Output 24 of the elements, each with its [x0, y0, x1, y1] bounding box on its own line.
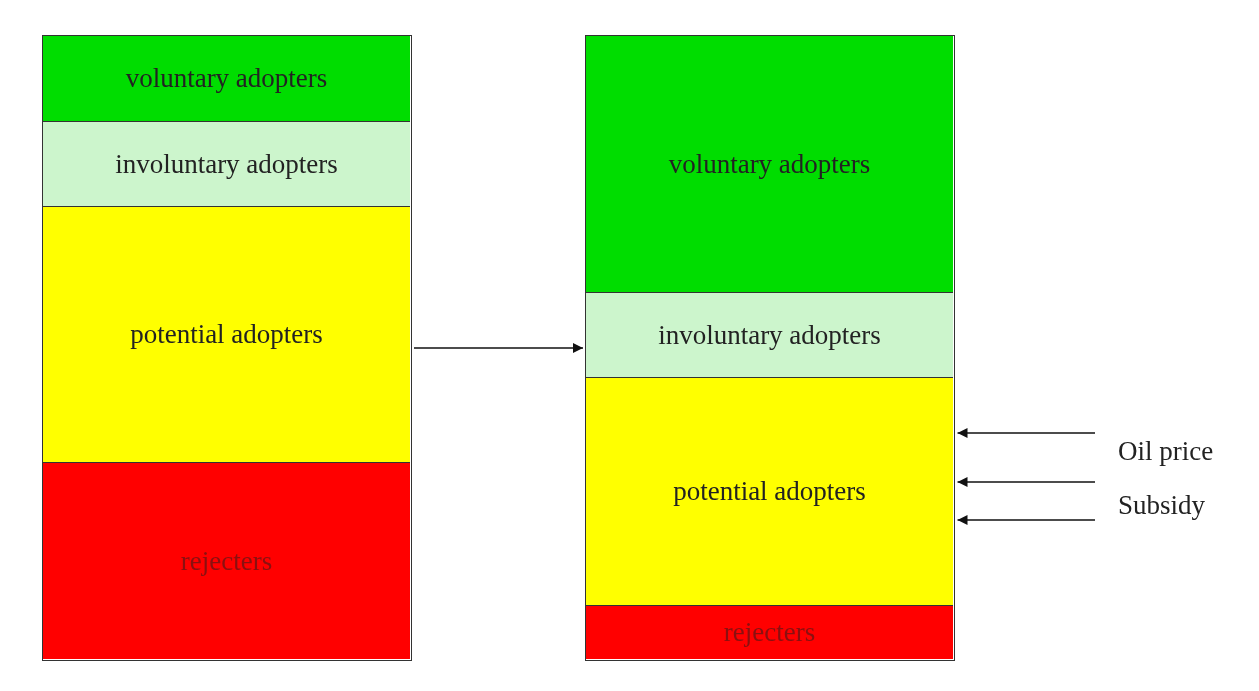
stacked-column — [42, 35, 412, 661]
factor-label: Oil price — [1118, 436, 1214, 467]
band-label: rejecters — [180, 545, 273, 577]
band-label: rejecters — [723, 617, 816, 648]
band-label: voluntary adopters — [125, 63, 328, 94]
band-label: involuntary adopters — [115, 148, 338, 180]
band-label: voluntary adopters — [668, 148, 871, 180]
population-band — [586, 378, 953, 606]
arrow — [956, 515, 1096, 525]
band-label: involuntary adopters — [658, 319, 881, 351]
arrow — [413, 343, 584, 353]
population-band — [43, 122, 410, 207]
stacked-column — [585, 35, 955, 661]
arrow — [956, 428, 1096, 438]
population-band — [43, 36, 410, 122]
population-band — [586, 606, 953, 659]
factor-label: Subsidy — [1118, 490, 1206, 521]
population-band — [586, 293, 953, 378]
population-band — [43, 207, 410, 463]
population-band — [43, 463, 410, 659]
band-label: potential adopters — [130, 319, 323, 350]
arrow — [956, 477, 1096, 487]
band-label: potential adopters — [673, 476, 866, 507]
population-band — [586, 36, 953, 293]
